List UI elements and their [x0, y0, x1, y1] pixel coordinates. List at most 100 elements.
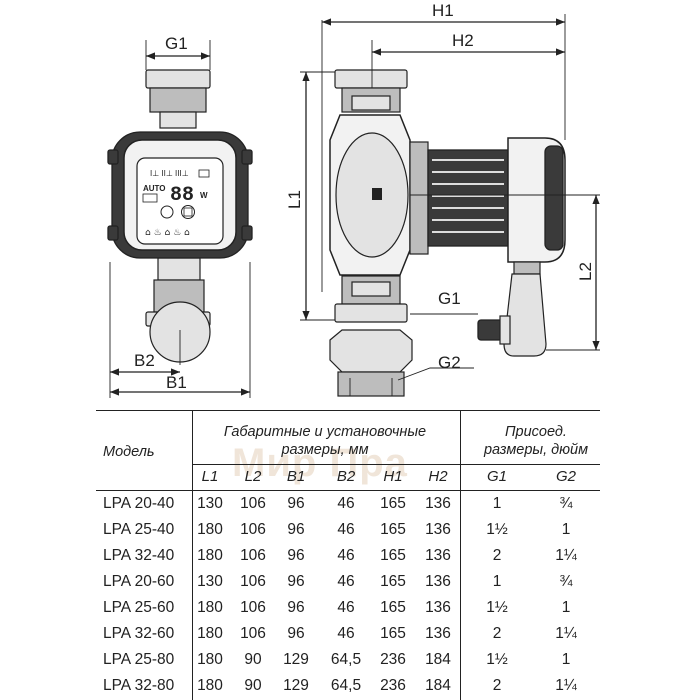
model-cell: LPA 20-60: [103, 573, 175, 590]
cell-h1: 165: [380, 521, 406, 538]
dim-label-b1: B1: [166, 373, 187, 392]
model-cell: LPA 25-60: [103, 599, 175, 616]
cell-h1: 236: [380, 651, 406, 668]
cell-l2: 106: [240, 599, 266, 616]
cell-h2: 136: [425, 573, 451, 590]
dim-label-h1: H1: [432, 1, 454, 20]
cell-g1: 1½: [486, 521, 508, 538]
pump-side-view: [300, 14, 600, 397]
power-unit: W: [200, 191, 208, 200]
dimensions-group-header: Габаритные и установочные размеры, мм: [223, 424, 427, 458]
mode-icons: I⊥ II⊥ III⊥: [150, 169, 189, 178]
cell-l2: 90: [244, 677, 262, 694]
dim-label-l2: L2: [576, 262, 595, 281]
cell-l2: 106: [240, 547, 266, 564]
cell-l1: 180: [197, 651, 223, 668]
auto-mode-label: AUTO: [143, 184, 166, 193]
cell-b2: 46: [337, 573, 355, 590]
table-row: LPA 25-80 180 90 129 64,5 236 184 1½ 1: [96, 647, 600, 673]
cell-l1: 180: [197, 547, 223, 564]
cell-b2: 46: [337, 599, 355, 616]
dimensions-table: Модель Габаритные и установочные размеры…: [96, 410, 600, 700]
control-panel: I⊥ II⊥ III⊥ AUTO 88 W ⌂ ♨ ⌂ ♨ ⌂: [136, 157, 224, 245]
cell-b2: 46: [337, 521, 355, 538]
cell-h1: 165: [380, 573, 406, 590]
model-cell: LPA 25-40: [103, 521, 175, 538]
cell-b2: 46: [337, 547, 355, 564]
model-cell: LPA 25-80: [103, 651, 175, 668]
cell-b2: 64,5: [330, 651, 362, 668]
model-cell: LPA 32-60: [103, 625, 175, 642]
dim-label-g1-side: G1: [438, 289, 461, 308]
cell-h1: 165: [380, 599, 406, 616]
cell-b1: 96: [287, 495, 305, 512]
column-header: B2: [336, 468, 356, 485]
cell-b1: 96: [287, 547, 305, 564]
cell-g2: 1: [561, 521, 571, 538]
cell-b1: 96: [287, 573, 305, 590]
power-button[interactable]: [181, 205, 195, 219]
cell-h1: 236: [380, 677, 406, 694]
dim-label-g2: G2: [438, 353, 461, 372]
cell-g1: 2: [492, 547, 502, 564]
cell-g1: 1: [492, 495, 502, 512]
pump-technical-drawing: I⊥ II⊥ III⊥ AUTO 88 W ⌂ ♨ ⌂ ♨ ⌂: [107, 1, 600, 398]
cell-h2: 184: [425, 651, 451, 668]
cell-b1: 129: [283, 677, 309, 694]
mode-button[interactable]: [160, 205, 174, 219]
pump-front-view: I⊥ II⊥ III⊥ AUTO 88 W ⌂ ♨ ⌂ ♨ ⌂: [107, 40, 253, 398]
dim-label-b2: B2: [134, 351, 155, 370]
cell-l1: 130: [197, 495, 223, 512]
dim-label-h2: H2: [452, 31, 474, 50]
cell-g2: 1¼: [555, 625, 577, 642]
model-cell: LPA 32-80: [103, 677, 175, 694]
cell-h1: 165: [380, 625, 406, 642]
cell-h2: 136: [425, 599, 451, 616]
cell-g1: 1½: [486, 651, 508, 668]
application-icons: ⌂ ♨ ⌂ ♨ ⌂: [145, 228, 190, 238]
cell-l1: 130: [197, 573, 223, 590]
cell-h2: 136: [425, 495, 451, 512]
model-cell: LPA 20-40: [103, 495, 175, 512]
dim-label-l1: L1: [285, 190, 304, 209]
cell-h1: 165: [380, 547, 406, 564]
cell-h1: 165: [380, 495, 406, 512]
cell-b2: 46: [337, 625, 355, 642]
cell-g1: 1½: [486, 599, 508, 616]
cell-b1: 129: [283, 651, 309, 668]
cell-g2: 1¼: [555, 547, 577, 564]
column-header: G2: [555, 468, 576, 485]
cell-l2: 90: [244, 651, 262, 668]
cell-h2: 184: [425, 677, 451, 694]
cell-g2: 1: [561, 599, 571, 616]
cell-g1: 2: [492, 677, 502, 694]
cell-h2: 136: [425, 625, 451, 642]
column-header: H2: [428, 468, 448, 485]
dim-label-g1-top: G1: [165, 34, 188, 53]
cell-h2: 136: [425, 521, 451, 538]
dimension-lines: [110, 18, 600, 396]
column-header: H1: [383, 468, 403, 485]
cell-b1: 96: [287, 625, 305, 642]
cell-l2: 106: [240, 495, 266, 512]
cell-g2: 1: [561, 651, 571, 668]
power-display: 88: [170, 184, 194, 207]
table-row: LPA 20-40 130 106 96 46 165 136 1 ¾: [96, 491, 600, 517]
cell-g2: 1¼: [555, 677, 577, 694]
cell-g2: ¾: [559, 495, 573, 512]
cell-g1: 2: [492, 625, 502, 642]
cell-l1: 180: [197, 599, 223, 616]
cell-l1: 180: [197, 521, 223, 538]
cell-b1: 96: [287, 521, 305, 538]
cell-l1: 180: [197, 677, 223, 694]
model-cell: LPA 32-40: [103, 547, 175, 564]
column-header: B1: [286, 468, 306, 485]
cell-b2: 46: [337, 495, 355, 512]
cell-g1: 1: [492, 573, 502, 590]
